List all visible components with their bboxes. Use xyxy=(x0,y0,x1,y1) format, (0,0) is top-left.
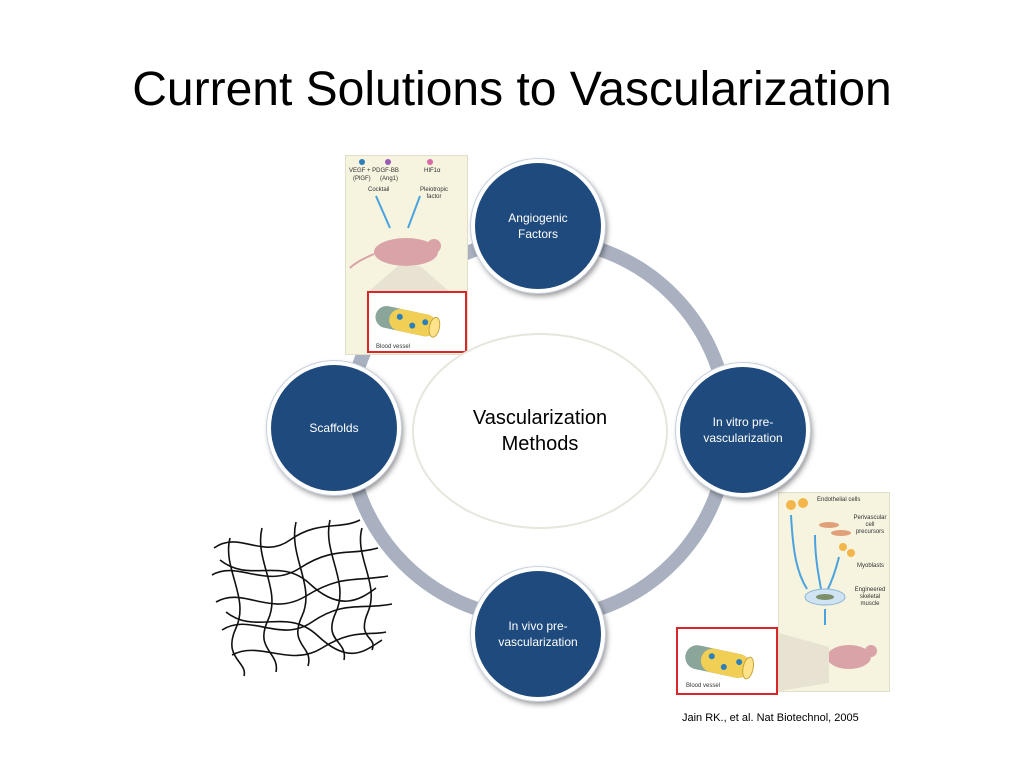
node-label: Scaffolds xyxy=(309,421,359,435)
figure-angiogenic: VEGF + PDGF-BB (PlGF) (Ang1) HIF1α Cockt… xyxy=(345,155,468,355)
figure-angiogenic-art xyxy=(349,159,467,353)
label-engineered: Engineered skeletal muscle xyxy=(854,587,886,607)
scaffold-mesh-illustration xyxy=(211,519,393,677)
node-label: Angiogenic Factors xyxy=(508,211,568,241)
citation: Jain RK., et al. Nat Biotechnol, 2005 xyxy=(682,712,859,724)
center-label: Vascularization Methods xyxy=(472,407,608,455)
label-endothelial: Endothelial cells xyxy=(817,497,861,503)
node-angiogenic-factors[interactable]: Angiogenic Factors xyxy=(471,159,605,293)
legend-hif: HIF1α xyxy=(424,168,441,174)
legend-plgf: (PlGF) xyxy=(353,176,371,182)
node-in-vitro[interactable]: In vitro pre-vascularization xyxy=(676,363,810,497)
label-perivascular: Perivascular cell precursors xyxy=(853,515,887,535)
label-myoblasts: Myoblasts xyxy=(857,563,885,569)
label-vessel-bottom: Blood vessel xyxy=(686,683,721,689)
figure-invitro: Endothelial cells Perivascular cell prec… xyxy=(778,492,890,692)
label-pleiotropic: Pleiotropic factor xyxy=(419,187,448,200)
node-scaffolds[interactable]: Scaffolds xyxy=(267,361,401,495)
figure-vessel-bottom: Blood vessel xyxy=(676,627,778,695)
center-circle: Vascularization Methods xyxy=(412,333,668,529)
label-cocktail: Cocktail xyxy=(368,187,390,193)
vessel-art xyxy=(685,645,755,680)
legend-ang1: (Ang1) xyxy=(380,176,399,182)
figure-invitro-art xyxy=(779,498,877,691)
node-label: In vitro pre-vascularization xyxy=(703,415,783,445)
legend-vegf: VEGF + PDGF-BB xyxy=(349,168,399,174)
node-label: In vivo pre-vascularization xyxy=(498,619,578,649)
slide-title: Current Solutions to Vascularization xyxy=(132,63,892,116)
label-vessel-top: Blood vessel xyxy=(376,344,411,350)
node-in-vivo[interactable]: In vivo pre-vascularization xyxy=(471,567,605,701)
